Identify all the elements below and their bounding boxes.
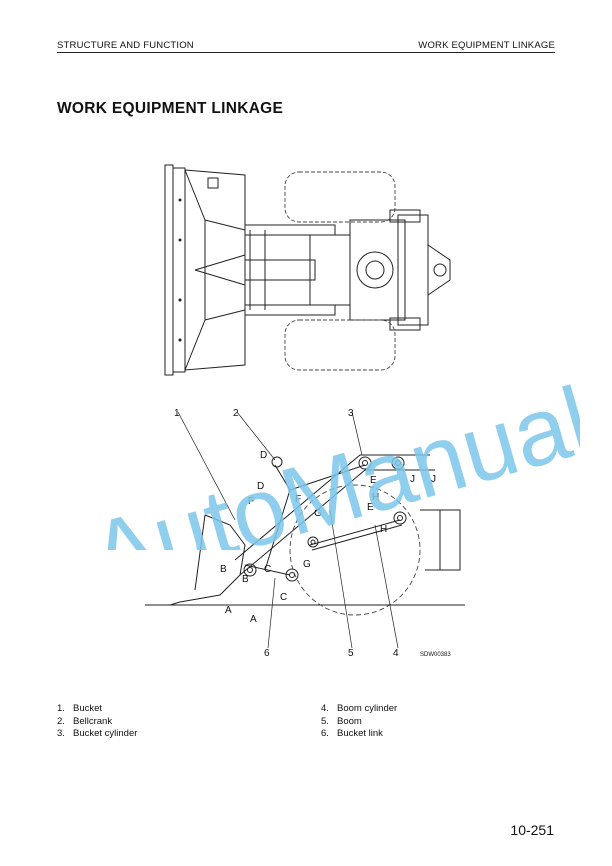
label-a-1: A [225,605,232,616]
legend-right: 4.Boom cylinder 5.Boom 6.Bucket link [321,703,397,741]
label-b-1: B [220,564,227,575]
header-section-title: STRUCTURE AND FUNCTION [57,40,194,51]
label-h-2: H [380,524,387,535]
legend-item: 2.Bellcrank [57,715,113,727]
callout-3: 3 [348,408,354,419]
label-g-1: G [314,508,322,519]
label-g-2: G [303,559,311,570]
callout-1: 1 [174,408,180,419]
label-c-2: C [280,592,287,603]
legend-left: 1.Bucket 2.Bellcrank 3.Bucket cylinder [57,703,137,741]
callout-4: 4 [393,648,399,659]
label-f-1: F [248,496,254,507]
label-j-2: J [431,474,436,485]
callout-6: 6 [264,648,270,659]
label-d-1: D [260,450,267,461]
legend-item: 3.Bucket cylinder [57,728,138,739]
label-h-1: H [372,492,379,503]
legend-item: 6.Bucket link [321,728,383,739]
figure-code: SDW00383 [420,652,451,658]
label-a-2: A [250,614,257,625]
label-f-2: F [295,494,301,505]
legend-item: 5.Boom [321,715,362,727]
header-rule [57,52,555,53]
label-c-1: C [264,564,271,575]
label-b-2: B [242,574,249,585]
label-j-1: J [410,474,415,485]
page-title: WORK EQUIPMENT LINKAGE [57,100,284,117]
label-d-2: D [257,481,264,492]
top-view-drawing [164,164,451,376]
label-e-2: E [367,502,374,513]
page-number: 10-251 [510,822,554,838]
legend-item: 1.Bucket [57,703,103,714]
callout-2: 2 [233,408,239,419]
label-e-1: E [370,475,377,486]
legend-item: 4.Boom cylinder [321,703,398,714]
header-page-title: WORK EQUIPMENT LINKAGE [418,40,555,51]
side-view-drawing: 1 2 3 6 5 4 SDW00383 A A B B C C D D E E… [145,408,465,659]
callout-5: 5 [348,648,354,659]
